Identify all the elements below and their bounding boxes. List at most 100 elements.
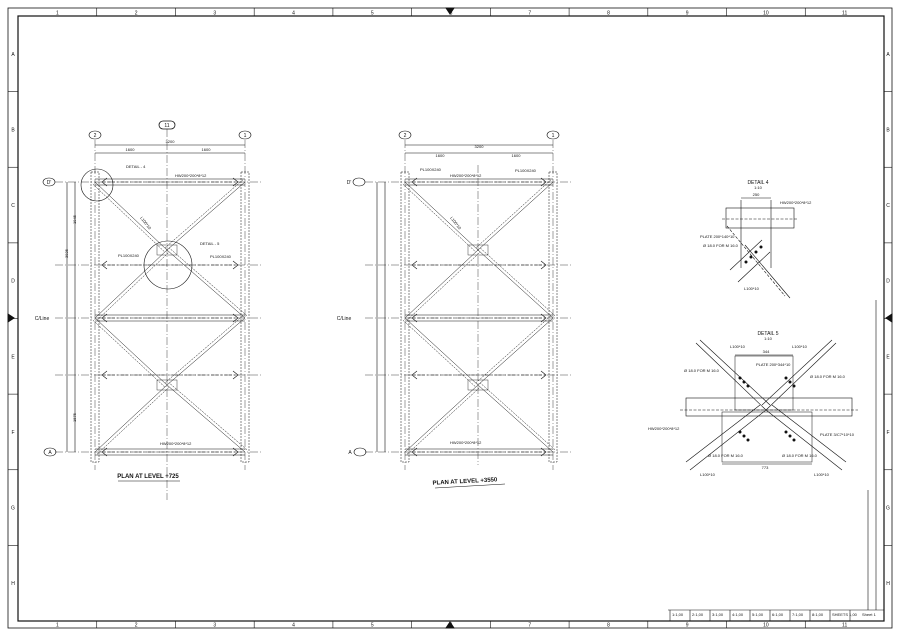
border-column-label: 6 [450,11,453,17]
border-column-label: 5 [371,623,374,629]
bracing-angle-edge [96,251,170,321]
border-column-label: 10 [763,623,769,629]
detail-5-drawing [680,339,858,471]
plan-1-plate-label: PL100X240 [118,253,140,258]
plan-2-grid-right: 1 [552,133,555,139]
detail-5-top-plate [734,355,794,411]
plan-1-grid-center: 11 [164,123,169,129]
detail-5-angle-label-right: L100*10 [792,344,808,349]
bolt-hole [784,376,788,380]
plan-1-detail-5-callout: DETAIL - 5 [200,241,220,246]
bracing-angle-edge [164,315,244,383]
border-column-label: 8 [607,623,610,629]
plan-1-dim-total: 3200 [166,139,176,144]
border-column-label: 4 [292,623,295,629]
detail-5-title: DETAIL 5 [757,331,778,337]
bracing-angle-edge [402,320,477,388]
gusset-plate [156,244,178,256]
bolt-hole [744,260,748,264]
detail-5-labels: DETAIL 5 1:10 L100*10 L100*10 344 PLATE … [648,331,855,477]
plan-2-beam-label-bottom: HW200*200*8*12 [450,440,482,445]
plate-arrow [101,370,239,380]
plan-1-detail-4-callout: DETAIL - 4 [126,164,146,169]
border-column-label: 7 [528,623,531,629]
detail-5-bolt-label-tl: Ø 18.0 FOR M 16.0 [684,368,720,373]
plan-1-row-top: D' [47,180,52,186]
detail-5-angle [771,404,847,463]
detail-5-bottom-plate [721,411,813,463]
border-row-label: G [886,506,890,512]
title-block-cell: 6:1,00 [772,612,784,617]
border-row-label: F [886,430,889,436]
detail-4-beam-label: HW200*200*8*12 [780,200,812,205]
detail-4-angle-edge [737,251,771,283]
detail-5-angle [761,339,833,406]
details [680,197,858,471]
plan-2-row-mid: C/Line [337,316,352,322]
detail-4-drawing [722,197,798,299]
bolt-hole [788,380,792,384]
detail-5-beam-label: HW200*200*8*12 [648,426,680,431]
border-row-label: D [886,279,890,285]
plate-arrow [411,313,547,323]
bolt-hole [738,430,742,434]
bolt-hole [749,255,753,259]
bracing-angle-edge [479,247,556,316]
border-column-label: 11 [842,11,847,17]
grid-bubble [88,130,102,140]
plate-arrow [101,177,239,187]
plate-arrow [411,370,547,380]
bracing-angle [94,384,168,453]
bracing-angle [477,249,554,319]
bolt-hole [738,376,742,380]
border-column-label: 2 [135,623,138,629]
bolt-hole [792,438,796,442]
detail-5-plate-top: PLATE 200*344*10 [756,362,791,367]
plan-1-grid-left: 2 [94,133,97,139]
plan-2-labels: PLAN AT LEVEL +3550 2 1 D' C/Line A 3200… [337,133,555,487]
plate-arrow [101,260,239,270]
title-block-cell: 5:1,00 [752,612,764,617]
border-column-label: 8 [607,11,610,17]
title-block-sheet: Sheet 1 [862,612,877,617]
column [548,171,558,463]
border-column-label: 5 [371,11,374,17]
plate-arrow [411,447,547,457]
detail-5-dim-top: 344 [763,349,770,354]
plan-2-beam-label: HW200*200*8*12 [450,173,482,178]
detail-4-beam [725,207,795,229]
border-column-label: 1 [56,623,59,629]
plan-1-dim-v2: 3925 [64,248,69,258]
detail-5-angle-label-br: L100*10 [814,472,830,477]
detail-4-scale: 1:10 [754,185,763,190]
plan-2-dim-total: 3200 [475,144,485,149]
bolt-hole [742,380,746,384]
grid-bubble [546,130,560,140]
bracing-angle-edge [406,252,481,321]
plan-2-plate-label-right: PL100X240 [515,168,537,173]
plan-1-dim-right: 1600 [202,147,212,152]
plan-2-angle-label: L100*10 [449,216,463,231]
bracing-angle-edge [479,382,556,450]
column [90,171,100,463]
bracing-angle-edge [92,183,166,253]
detail-5-angle [689,409,767,471]
plan-2-dim-right: 1600 [512,153,522,158]
gusset-plate [467,379,489,391]
plan-1-dim-v3: 1575 [72,412,77,422]
plan-1-beam-label: HW200*200*8*12 [175,173,207,178]
plan-2-row-top: D' [347,180,352,186]
detail-5-angle [699,339,771,406]
border-row-label: C [11,203,15,209]
sheet-frame [7,7,893,629]
title-block-cell: 3:1,00 [712,612,724,617]
grid-bubble [352,177,366,187]
bracing-angle [94,181,168,251]
plan-1-dim-left: 1600 [126,147,136,152]
bracing-angle [477,317,554,386]
centre-mark-bottom [445,621,455,629]
detail-5-angle-label-bl: L100*10 [700,472,716,477]
detail-5-bolt-label-br: Ø 18.0 FOR M 16.0 [782,453,818,458]
border-column-label: 10 [763,11,769,17]
grid-bubble [238,130,252,140]
